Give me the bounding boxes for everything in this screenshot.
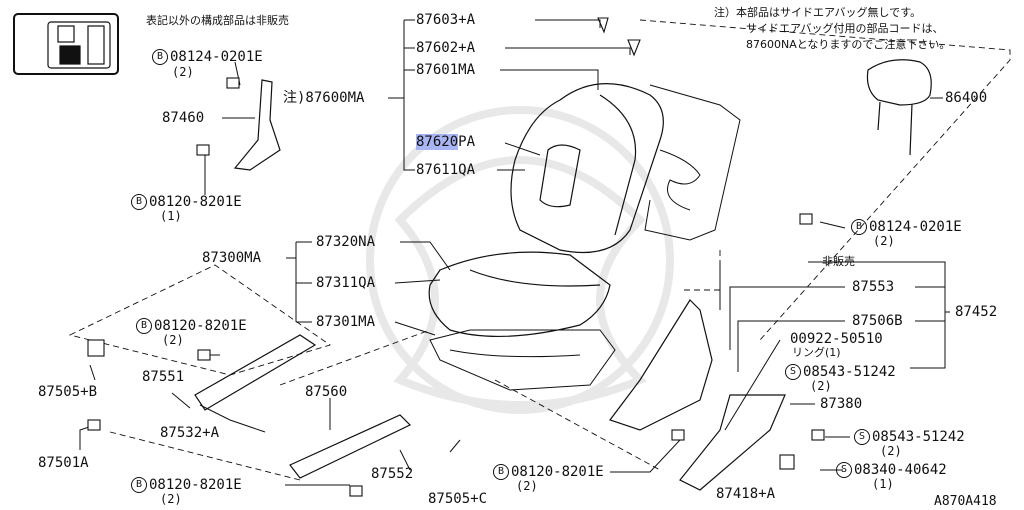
left-bracket-shape	[233, 79, 281, 171]
label-87611: 87611QA	[416, 162, 476, 178]
seat-back-shape	[510, 83, 664, 253]
cushion-frame-shape	[429, 329, 616, 391]
qty-08124-top: (2)	[172, 65, 194, 79]
label-87603: 87603+A	[416, 12, 476, 28]
headrest-shape	[866, 59, 932, 156]
bolt-symbol-icon: B	[136, 318, 152, 334]
watermark-emblem	[366, 106, 674, 414]
bolt-symbol-icon: B	[131, 194, 147, 210]
label-87320: 87320NA	[316, 234, 376, 250]
note-not-sold: 表記以外の構成部品は非販売	[146, 14, 289, 27]
label-87553: 87553	[852, 279, 895, 295]
screw-symbol-icon: S	[836, 462, 852, 478]
footnote-line-2: サイドエアバッグ付用の部品コードは、	[746, 22, 944, 35]
seat-position-thumbnail-icon	[13, 13, 119, 75]
label-87505c: 87505+C	[428, 491, 488, 507]
label-86400: 86400	[945, 90, 988, 106]
qty-08120-left: (1)	[160, 209, 182, 223]
label-87620: 87620PA	[416, 134, 475, 150]
qty-08340: (1)	[872, 477, 894, 491]
label-87380: 87380	[820, 396, 863, 412]
label-87506: 87506B	[852, 313, 903, 329]
label-87452: 87452	[955, 304, 998, 320]
label-87602: 87602+A	[416, 40, 476, 56]
bolt-symbol-icon: B	[851, 219, 867, 235]
bolt-symbol-icon: B	[131, 477, 147, 493]
qty-08120-mid: (2)	[516, 479, 538, 493]
label-ring: リング(1)	[792, 346, 841, 359]
seat-frame-shape	[644, 84, 741, 241]
label-87300: 87300MA	[202, 250, 262, 266]
seat-cushion-shape	[428, 251, 611, 338]
label-87311: 87311QA	[316, 275, 376, 291]
label-87501: 87501A	[38, 455, 89, 471]
screw-symbol-icon: S	[785, 364, 801, 380]
label-87505b: 87505+B	[38, 384, 98, 400]
footnote-line-3: 87600NAとなりますのでご注意下さい。	[746, 38, 951, 51]
qty-08120-l2: (2)	[162, 333, 184, 347]
label-87620-suffix: PA	[458, 134, 476, 150]
bolt-symbol-icon: B	[152, 49, 168, 65]
seat-rail-left-shape	[194, 334, 412, 479]
label-87600: 注)87600MA	[283, 90, 365, 106]
footnote-line-1: 注）本部品はサイドエアバッグ無しです。	[714, 6, 922, 19]
label-87532: 87532+A	[160, 425, 220, 441]
label-87301: 87301MA	[316, 314, 376, 330]
figure-code: A870A418	[934, 494, 997, 509]
label-87460: 87460	[162, 110, 205, 126]
fastener-icons	[87, 17, 825, 497]
label-00922: 00922-50510	[790, 331, 883, 347]
screw-symbol-icon: S	[854, 429, 870, 445]
bolt-symbol-icon: B	[493, 464, 509, 480]
qty-08124-right: (2)	[873, 234, 895, 248]
qty-08543-a: (2)	[810, 379, 832, 393]
label-not-sold: 非販売	[822, 255, 855, 268]
label-87552: 87552	[371, 466, 414, 482]
label-87601: 87601MA	[416, 62, 476, 78]
label-87560: 87560	[305, 384, 348, 400]
label-87620-highlight: 87620	[416, 134, 459, 150]
label-87418: 87418+A	[716, 486, 776, 502]
recliner-assembly-shape	[609, 299, 786, 491]
label-87551: 87551	[142, 369, 185, 385]
qty-08543-b: (2)	[880, 444, 902, 458]
qty-08120-bottom: (2)	[160, 492, 182, 506]
